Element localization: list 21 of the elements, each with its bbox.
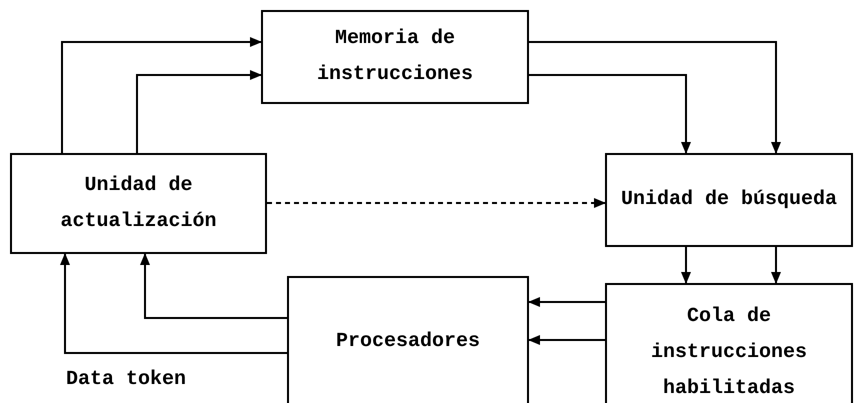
arrow [140, 253, 287, 319]
arrow [61, 37, 262, 153]
arrow [771, 247, 781, 284]
arrow [60, 253, 287, 354]
arrow [136, 70, 262, 153]
arrow [528, 297, 605, 307]
box-label: Memoria de instrucciones [316, 26, 474, 88]
process-box [605, 283, 853, 403]
arrow [528, 335, 605, 345]
arrow [529, 41, 781, 154]
process-box [605, 153, 853, 247]
box-label: Unidad de búsqueda [620, 187, 838, 213]
arrow [529, 74, 691, 154]
process-box [287, 276, 529, 403]
box-label: Cola de instrucciones habilitadas [650, 304, 808, 402]
box-label: Unidad de actualización [59, 172, 218, 234]
box-label: Procesadores [336, 329, 480, 355]
process-box [261, 10, 529, 104]
process-box [10, 153, 267, 254]
arrow [267, 198, 606, 208]
arrow [681, 247, 691, 284]
